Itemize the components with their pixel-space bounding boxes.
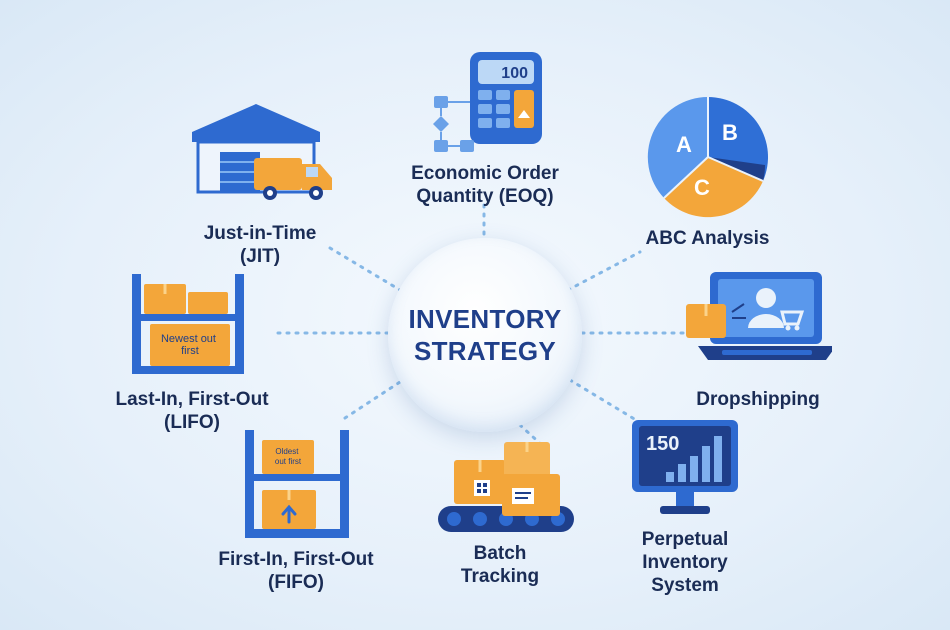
label-lifo: Last-In, First-Out (LIFO) xyxy=(115,389,269,433)
label-fifo: First-In, First-Out (FIFO) xyxy=(218,549,374,593)
label-jit: Just-in-Time (JIT) xyxy=(203,223,317,267)
fifo-box-label: Oldest out first xyxy=(275,447,302,466)
pie-slice-b: B xyxy=(722,120,738,145)
hub-title-line2: STRATEGY xyxy=(413,336,557,366)
pie-slice-a: A xyxy=(676,132,692,157)
laptop-dropshipping-icon xyxy=(682,268,832,378)
label-dropshipping: Dropshipping xyxy=(696,389,820,410)
label-eoq: Economic Order Quantity (EOQ) xyxy=(411,163,559,207)
lifo-shelf-icon: Newest out first xyxy=(128,272,248,377)
warehouse-truck-icon xyxy=(188,100,338,205)
lifo-box-label: Newest out first xyxy=(161,333,219,357)
label-batch: Batch Tracking xyxy=(460,543,540,587)
label-perpetual: Perpetual Inventory System xyxy=(641,529,729,596)
hub-title-line1: INVENTORY xyxy=(408,304,562,334)
hub-circle: INVENTORY STRATEGY xyxy=(388,238,582,432)
batch-boxes-conveyor-icon xyxy=(436,438,576,538)
label-abc: ABC Analysis xyxy=(645,228,770,249)
fifo-shelf-icon: Oldest out first xyxy=(242,428,352,540)
monitor-chart-icon: 150 xyxy=(630,418,740,518)
abc-pie-chart-icon: A B C xyxy=(646,95,771,220)
calculator-icon: 100 xyxy=(432,50,547,160)
connector-fifo xyxy=(343,380,402,420)
pie-slice-c: C xyxy=(694,175,710,200)
monitor-display-text: 150 xyxy=(646,433,679,455)
connector-abc xyxy=(566,250,642,292)
calculator-display-text: 100 xyxy=(501,65,528,82)
connector-perpetual xyxy=(568,378,638,422)
